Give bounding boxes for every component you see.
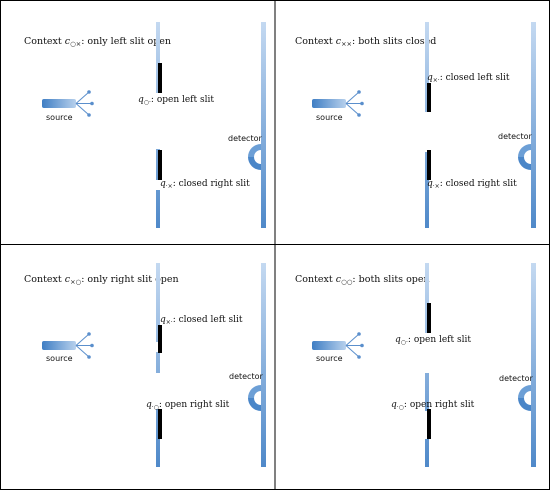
source-rays xyxy=(75,90,94,117)
slit-label-right: q·○: open right slit xyxy=(391,400,475,411)
context-label: Context c○○: both slits open xyxy=(295,274,430,286)
shutter-open-right xyxy=(158,409,162,439)
context-label: Context c○×: only left slit open xyxy=(24,36,171,48)
source-emitter xyxy=(42,99,76,108)
source-rays xyxy=(345,332,364,359)
detector-dish xyxy=(248,385,261,398)
slit-label-right: q·×: closed right slit xyxy=(427,179,517,190)
slit-label-right: q·○: open right slit xyxy=(146,400,230,411)
source-emitter xyxy=(42,341,76,350)
detector-screen xyxy=(531,22,536,228)
slit-barrier xyxy=(156,263,160,467)
source-rays xyxy=(345,90,364,117)
source-label: source xyxy=(46,113,73,122)
source-label: source xyxy=(316,113,343,122)
right-slit-gap xyxy=(156,373,160,409)
detector-dish xyxy=(518,385,531,398)
panel-both-open: Context c○○: both slits open q○·: open l… xyxy=(295,263,536,467)
source-rays xyxy=(75,332,94,359)
detector-dish xyxy=(518,144,531,157)
slit-label-left: q○·: open left slit xyxy=(138,95,214,106)
shutter-closed-left xyxy=(427,83,431,112)
slit-label-right: q·×: closed right slit xyxy=(160,179,250,190)
slit-label-left: q×·: closed left slit xyxy=(427,73,510,84)
panel-both-closed: Context c××: both slits closed q×·: clos… xyxy=(295,22,536,228)
source-emitter xyxy=(312,99,346,108)
right-slit-gap xyxy=(156,180,160,190)
detector-screen xyxy=(531,263,536,467)
shutter-open-left xyxy=(158,63,162,93)
detector-screen xyxy=(261,263,266,467)
left-slit-gap xyxy=(425,333,429,373)
slit-gap xyxy=(425,112,429,152)
source-emitter xyxy=(312,341,346,350)
detector-screen xyxy=(261,22,266,228)
context-label: Context c××: both slits closed xyxy=(295,36,436,48)
detector-label: detector xyxy=(499,374,533,383)
detector-label: detector xyxy=(498,132,532,141)
shutter-open-right xyxy=(427,409,431,439)
source-label: source xyxy=(46,354,73,363)
slit-label-left: q×·: closed left slit xyxy=(160,315,243,326)
shutter-closed-right xyxy=(158,150,162,180)
panel-only-left-open: Context c○×: only left slit open q○·: op… xyxy=(24,22,266,228)
shutter-closed-right xyxy=(427,150,431,180)
detector-label: detector xyxy=(228,134,262,143)
shutter-closed-left xyxy=(158,325,162,353)
context-label: Context c×○: only right slit open xyxy=(24,274,179,286)
left-slit-gap xyxy=(156,93,160,149)
detector-label: detector xyxy=(229,372,263,381)
shutter-open-left xyxy=(427,303,431,333)
source-label: source xyxy=(316,354,343,363)
panel-only-right-open: Context c×○: only right slit open q×·: c… xyxy=(24,263,266,467)
detector-dish xyxy=(248,144,261,157)
slit-label-left: q○·: open left slit xyxy=(395,335,471,346)
